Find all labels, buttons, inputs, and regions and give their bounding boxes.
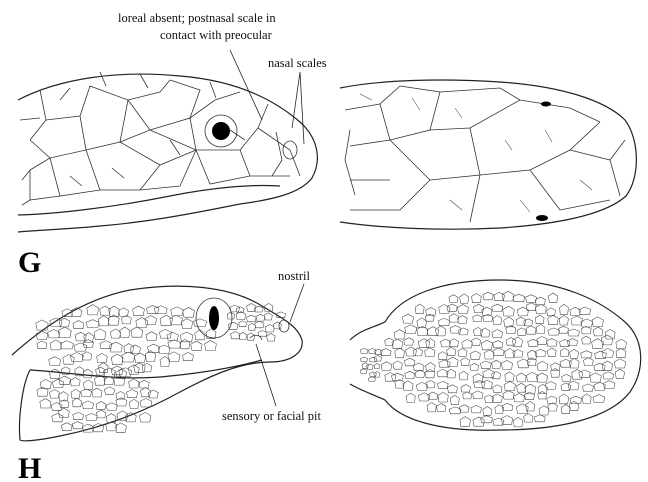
leader-lines — [230, 50, 304, 406]
panel-label-g: G — [18, 246, 41, 279]
panel-label-h: H — [18, 452, 41, 482]
nostril-icon — [279, 320, 289, 332]
loreal-label-line1: loreal absent; postnasal scale in — [118, 11, 276, 25]
loreal-label-line2: contact with preocular — [160, 28, 273, 42]
nasal-scales-label: nasal scales — [268, 56, 327, 70]
pit-label: sensory or facial pit — [222, 409, 321, 423]
eye-icon — [209, 306, 219, 330]
eye-icon — [212, 122, 230, 140]
nostril-label: nostril — [278, 269, 310, 283]
panel-g-lateral-head — [18, 72, 317, 232]
panel-g-dorsal-head — [340, 80, 636, 229]
panel-h-dorsal-head — [350, 280, 641, 430]
